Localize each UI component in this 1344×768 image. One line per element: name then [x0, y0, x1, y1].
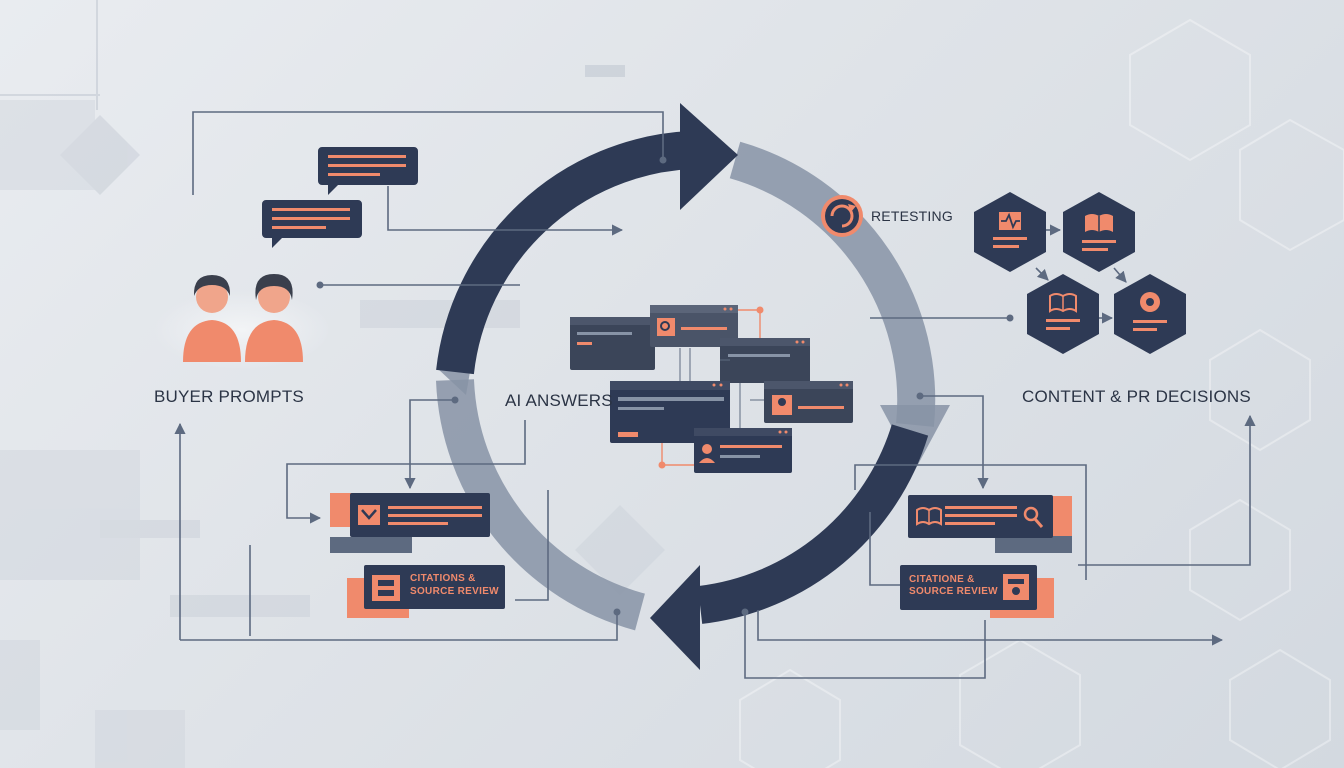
answer-window [694, 428, 792, 473]
answer-window [610, 381, 730, 443]
open-book-icon [1027, 274, 1099, 354]
citations-card-right: CITATIONE & SOURCE REVIEW [900, 565, 1054, 618]
connector-lines [174, 111, 1256, 679]
person-icon [183, 275, 241, 362]
person-icon [245, 274, 303, 362]
answer-window [764, 381, 853, 423]
cycle-arc-bottom-right [697, 424, 929, 624]
citations-card-left: CITATIONS & SOURCE REVIEW [347, 565, 505, 618]
gear-icon [1114, 274, 1186, 354]
cycle-arc-left [436, 379, 646, 631]
citations-right-line1: CITATIONE & [909, 574, 975, 585]
ai-answers-label: AI ANSWERS [505, 391, 613, 410]
user-card-icon [1003, 574, 1029, 600]
answer-window [570, 317, 655, 370]
cycle-arrowhead-top [680, 103, 738, 210]
citations-right-line2: SOURCE REVIEW [909, 586, 998, 597]
left-source-cards: CITATIONS & SOURCE REVIEW [330, 493, 505, 618]
cycle-arc-top [436, 131, 692, 375]
ai-answer-windows [570, 305, 853, 473]
cycle-arrows [436, 103, 950, 670]
mail-icon [358, 505, 380, 525]
user-card-icon [372, 575, 400, 601]
answer-window [720, 338, 810, 383]
chat-bubble-icon [262, 200, 362, 248]
refresh-icon [821, 195, 863, 237]
right-source-cards: CITATIONE & SOURCE REVIEW [900, 495, 1072, 618]
answer-window [650, 305, 738, 347]
review-card [330, 493, 490, 553]
heart-monitor-icon [974, 192, 1046, 272]
cycle-arrowhead-bottom [650, 565, 700, 670]
magnifier-icon [1023, 506, 1044, 528]
retesting-label: RETESTING [871, 208, 953, 224]
open-book-icon [1063, 192, 1135, 272]
content-pr-label: CONTENT & PR DECISIONS [1022, 387, 1251, 406]
open-book-icon [916, 507, 942, 526]
buyer-prompts-label: BUYER PROMPTS [154, 387, 304, 406]
citations-left-line1: CITATIONS & [410, 573, 476, 584]
chat-bubble-icon [318, 147, 418, 195]
review-card [908, 495, 1072, 553]
citations-left-line2: SOURCE REVIEW [410, 586, 499, 597]
content-hexagons [974, 192, 1186, 354]
cycle-arc-upper-right [729, 141, 936, 427]
buyer-avatars [152, 274, 332, 370]
